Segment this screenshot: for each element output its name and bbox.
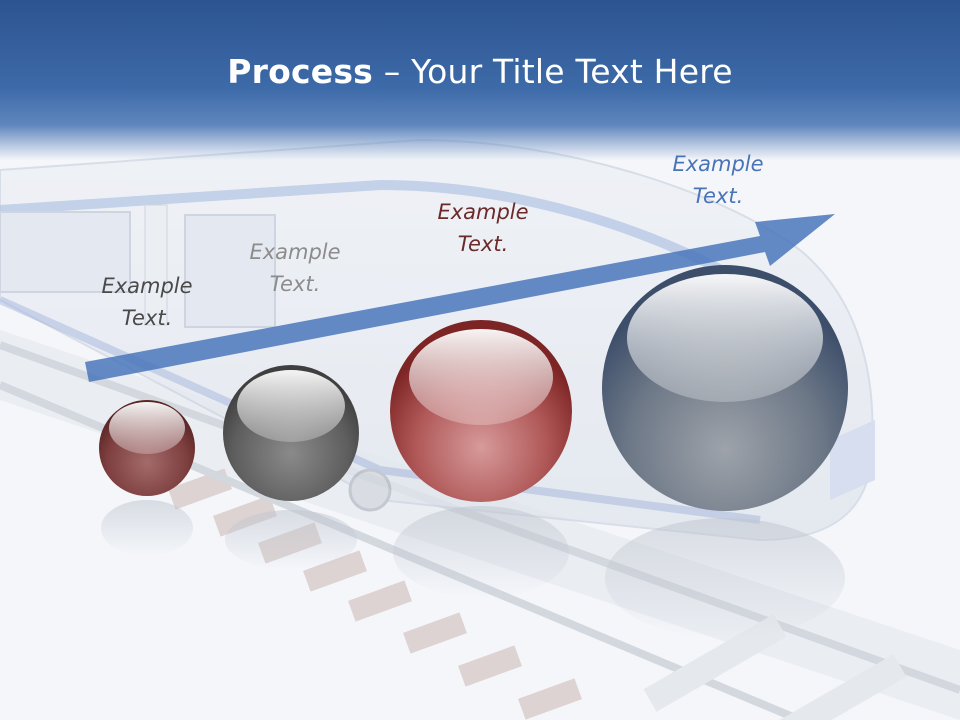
step-2-label: Example Text. (225, 236, 365, 300)
step-4-label: Example Text. (648, 148, 788, 212)
slide-title: Process – Your Title Text Here (0, 52, 960, 91)
step-1-label-line2: Text. (121, 306, 173, 330)
title-band (0, 0, 960, 160)
step-3-label-line1: Example (437, 200, 529, 224)
sphere-step-3 (390, 320, 572, 502)
sphere-reflections (101, 500, 845, 638)
step-3-label: Example Text. (413, 196, 553, 260)
sphere-step-1 (99, 400, 195, 496)
step-4-label-line2: Text. (692, 184, 744, 208)
step-1-label: Example Text. (77, 270, 217, 334)
step-2-label-line1: Example (249, 240, 341, 264)
step-4-label-line1: Example (672, 152, 764, 176)
step-1-label-line1: Example (101, 274, 193, 298)
step-3-label-line2: Text. (457, 232, 509, 256)
step-2-label-line2: Text. (269, 272, 321, 296)
title-rest: – Your Title Text Here (373, 52, 733, 91)
sphere-step-2 (223, 365, 359, 501)
sphere-step-4 (602, 265, 848, 511)
title-bold: Process (227, 52, 374, 91)
process-arrow (85, 214, 835, 382)
